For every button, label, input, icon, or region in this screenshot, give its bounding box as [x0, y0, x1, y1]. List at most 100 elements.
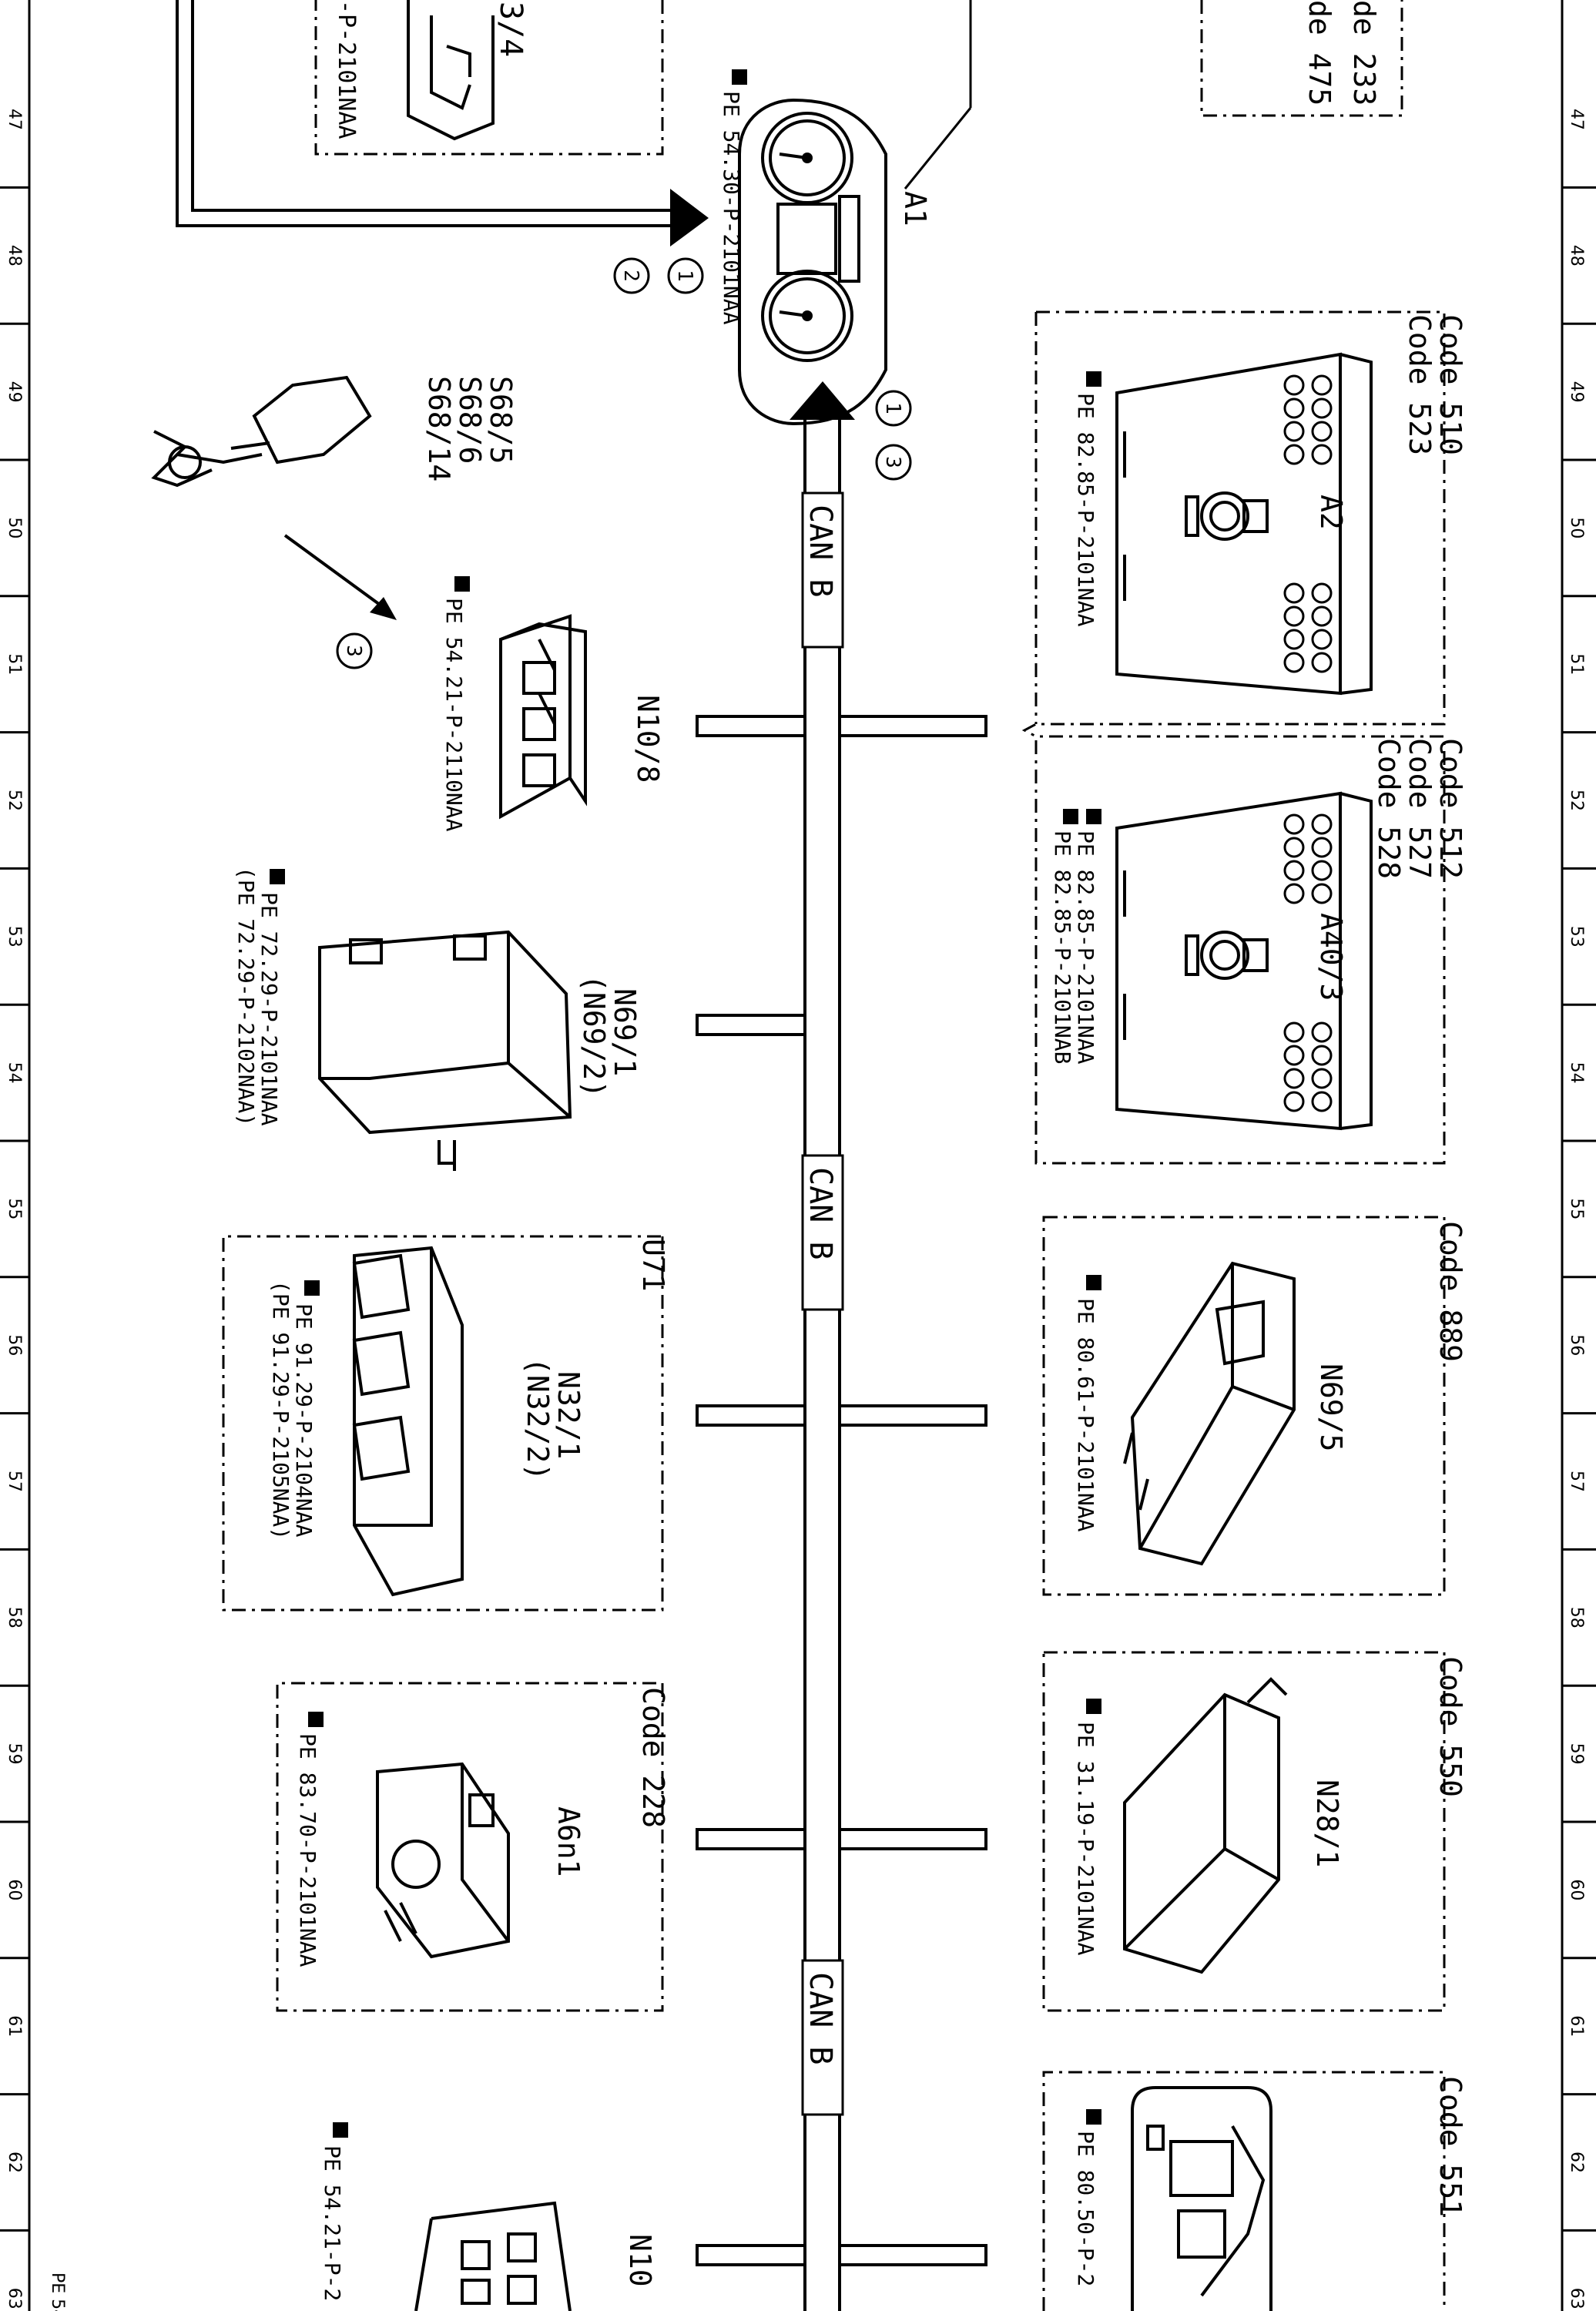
n69-1-ref: PE 72.29-P-2101NAA — [256, 892, 282, 1126]
a40-3-code-1: Code 512 — [1433, 738, 1467, 879]
a6n1-label: A6n1 — [552, 1806, 585, 1877]
a40-3-radio-knob — [1283, 860, 1305, 881]
a2-radio-knob — [1311, 421, 1333, 442]
top-left-module-icon — [407, 0, 495, 141]
a40-3-radio-knob — [1311, 1091, 1333, 1112]
ruler-tick-label-left: 60 — [5, 1879, 24, 1900]
n69-1-ref-2: (PE 72.29-P-2102NAA) — [233, 867, 259, 1126]
n10-8-module-icon — [499, 614, 587, 820]
a40-3-radio-buttons — [1283, 813, 1333, 1112]
a2-radio-buttons — [1283, 374, 1333, 673]
ruler-tick-label-left: 62 — [5, 2152, 24, 2173]
circle-marker-text: 3 — [342, 645, 365, 657]
circle-marker-text: 1 — [673, 270, 696, 282]
a2-radio-knob — [1283, 421, 1305, 442]
code-551-box: Code 551 — [1042, 2071, 1467, 2311]
a1-label: A1 — [898, 191, 932, 226]
circle-marker-text: 3 — [881, 456, 904, 468]
n10-ref-icon — [333, 2122, 348, 2138]
ruler-tick-label-left: 61 — [5, 2015, 24, 2037]
a40-3-code-3: Code 528 — [1372, 738, 1406, 879]
svg-text:CAN B: CAN B — [803, 1972, 838, 2064]
u71-label: U71 — [636, 1239, 670, 1292]
circle-marker — [613, 257, 650, 294]
a2-radio-knob — [1311, 374, 1333, 396]
ruler-tick-label-left: 54 — [5, 1062, 24, 1084]
n28-1-ref-icon — [1086, 1699, 1101, 1714]
a6n1-box: Code 228 — [276, 1682, 670, 2012]
a2-radio-knob — [1283, 444, 1305, 465]
code-551-ref: PE 80.50-P-2 — [1073, 2131, 1098, 2286]
a40-3-radio-knob — [1311, 1045, 1333, 1066]
a2-radio-knob — [1283, 397, 1305, 419]
circle-marker — [667, 257, 704, 294]
n69-1-module-icon — [318, 930, 572, 1171]
a1-gauge-hub — [802, 310, 813, 321]
ruler-tick-label-right: 58 — [1567, 1607, 1586, 1628]
n69-5-ref-icon — [1086, 1275, 1101, 1290]
n32-1-module-icon — [352, 1246, 464, 1597]
n28-1-label: N28/1 — [1310, 1779, 1344, 1867]
a2-radio-knob — [1311, 629, 1333, 650]
page-frame — [28, 0, 1564, 2311]
a2-code-1: Code 510 — [1433, 314, 1467, 455]
ruler-tick-label-right: 62 — [1567, 2152, 1586, 2173]
a6n1-module-icon — [376, 1762, 510, 1959]
a40-3-radio-knob — [1311, 813, 1333, 835]
n32-1-label: N32/1 — [552, 1371, 585, 1459]
a40-3-code-2: Code 527 — [1403, 738, 1437, 879]
ruler-tick-label-left: 50 — [5, 517, 24, 538]
arrow-to-a1-bus — [790, 381, 855, 420]
ruler-tick-label-left: 51 — [5, 653, 24, 675]
n69-5-code: Code 889 — [1433, 1221, 1467, 1362]
leader-line — [904, 107, 972, 190]
can-b-label-1: CAN B — [801, 491, 844, 649]
ruler-tick-label-left: 48 — [5, 245, 24, 267]
a40-3-ref-icon — [1063, 809, 1101, 824]
a2-radio-knob — [1283, 629, 1305, 650]
s68-label-1: S68/5 — [484, 376, 518, 464]
u71-box: U71 — [222, 1235, 670, 1612]
feed-line-to-a1 — [176, 0, 678, 227]
n10-8-ref: PE 54.21-P-2110NAA — [441, 598, 467, 832]
code-551-code: Code 551 — [1433, 2076, 1467, 2217]
a40-3-radio-knob — [1283, 837, 1305, 858]
a40-3-radio-knob — [1283, 883, 1305, 904]
n32-1-ref-2: (PE 91.29-P-2105NAA) — [268, 1280, 293, 1540]
ruler-tick-label-left: 53 — [5, 926, 24, 948]
ruler-tick-label-right: 59 — [1567, 1743, 1586, 1765]
bus-stubs — [696, 715, 987, 2266]
ruler-tick-label-right: 56 — [1567, 1334, 1586, 1356]
a40-3-radio-knob — [1311, 860, 1333, 881]
n10-module-icon — [414, 2201, 572, 2311]
a40-3-ref-2: PE 82.85-P-2101NAB — [1050, 830, 1075, 1064]
ruler-tick-label-right: 53 — [1567, 926, 1586, 948]
a1-gauge-hub — [802, 153, 813, 163]
n10-label: N10 — [623, 2234, 657, 2287]
ruler-tick-label-right: 61 — [1567, 2015, 1586, 2037]
n32-1-ref-icon — [304, 1280, 320, 1296]
circle-marker-text: 1 — [881, 402, 904, 414]
ruler-tick-label-right: 49 — [1567, 381, 1586, 403]
a2-radio-knob — [1283, 652, 1305, 673]
a40-3-radio-knob — [1311, 837, 1333, 858]
a40-3-radio-knob — [1283, 813, 1305, 835]
n69-1-label: N69/1 — [608, 988, 642, 1076]
a2-radio-knob — [1311, 582, 1333, 604]
n28-1-code: Code 550 — [1433, 1656, 1467, 1797]
a40-3-label: A40/3 — [1314, 913, 1348, 1001]
circle-marker — [336, 632, 373, 669]
s68-label-3: S68/14 — [422, 376, 456, 481]
ruler-tick-label-right: 51 — [1567, 653, 1586, 675]
n28-1-box: Code 550 — [1042, 1651, 1467, 2012]
a2-ref-icon — [1086, 371, 1101, 387]
ruler-tick-label-left: 52 — [5, 790, 24, 811]
ruler-tick-label-left: 59 — [5, 1743, 24, 1765]
ruler-tick-label-right: 47 — [1567, 109, 1586, 130]
ruler-tick-label-right: 60 — [1567, 1879, 1586, 1900]
n28-1-ref: PE 31.19-P-2101NAA — [1073, 1722, 1098, 1956]
top-right-code-2: de 475 — [1303, 0, 1336, 106]
